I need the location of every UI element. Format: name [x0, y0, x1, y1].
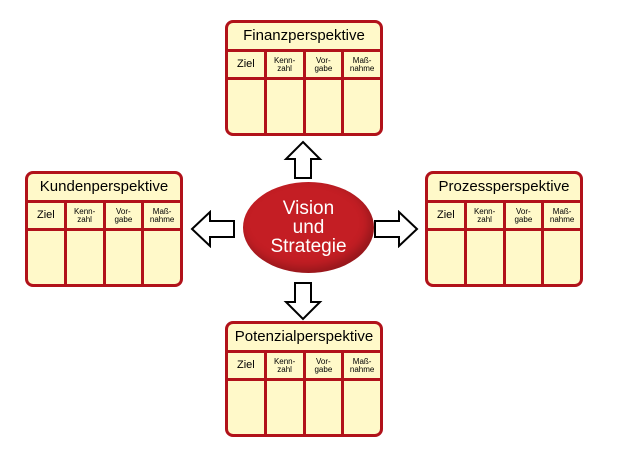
finanzperspektive-box: Finanzperspektive Ziel Kenn- zahl Vor- g…	[225, 20, 383, 136]
column-header: Maß- nahme	[344, 353, 380, 381]
column-header: Vor- gabe	[105, 203, 142, 231]
column-header: Kenn- zahl	[466, 203, 503, 231]
column-kennzahl: Kenn- zahl	[66, 203, 106, 284]
column-header: Ziel	[228, 52, 264, 80]
column-header: Kenn- zahl	[66, 203, 103, 231]
column-kennzahl: Kenn- zahl	[266, 353, 306, 434]
column-cell	[428, 231, 464, 284]
column-massnahme: Maß- nahme	[344, 353, 380, 434]
column-kennzahl: Kenn- zahl	[466, 203, 506, 284]
column-header: Maß- nahme	[144, 203, 180, 231]
column-cell	[267, 381, 303, 434]
kundenperspektive-grid: Ziel Kenn- zahl Vor- gabe Maß- nahme	[28, 203, 180, 284]
arrow-down-icon	[283, 282, 323, 321]
column-massnahme: Maß- nahme	[144, 203, 180, 284]
kundenperspektive-title: Kundenperspektive	[28, 174, 180, 203]
column-cell	[28, 231, 64, 284]
column-cell	[144, 231, 180, 284]
column-cell	[67, 231, 103, 284]
vision-strategie-label: Vision und Strategie	[270, 198, 347, 257]
column-ziel: Ziel	[228, 52, 267, 133]
potenzialperspektive-grid: Ziel Kenn- zahl Vor- gabe Maß- nahme	[228, 353, 380, 434]
column-ziel: Ziel	[28, 203, 67, 284]
prozessperspektive-title: Prozessperspektive	[428, 174, 580, 203]
column-cell	[344, 80, 380, 133]
column-cell	[506, 231, 542, 284]
column-header: Kenn- zahl	[266, 52, 303, 80]
finanzperspektive-title: Finanzperspektive	[228, 23, 380, 52]
column-header: Vor- gabe	[305, 52, 342, 80]
column-cell	[228, 381, 264, 434]
finanzperspektive-grid: Ziel Kenn- zahl Vor- gabe Maß- nahme	[228, 52, 380, 133]
column-header: Ziel	[228, 353, 264, 381]
column-header: Kenn- zahl	[266, 353, 303, 381]
column-cell	[267, 80, 303, 133]
arrow-up-icon	[283, 140, 323, 179]
column-cell	[344, 381, 380, 434]
column-kennzahl: Kenn- zahl	[266, 52, 306, 133]
arrow-right-icon	[374, 210, 419, 248]
column-header: Vor- gabe	[505, 203, 542, 231]
arrow-left-icon	[190, 210, 235, 248]
potenzialperspektive-box: Potenzialperspektive Ziel Kenn- zahl Vor…	[225, 321, 383, 437]
column-vorgabe: Vor- gabe	[305, 52, 345, 133]
column-cell	[306, 80, 342, 133]
column-vorgabe: Vor- gabe	[105, 203, 145, 284]
column-header: Maß- nahme	[544, 203, 580, 231]
column-header: Ziel	[428, 203, 464, 231]
column-cell	[544, 231, 580, 284]
column-ziel: Ziel	[228, 353, 267, 434]
column-massnahme: Maß- nahme	[344, 52, 380, 133]
column-vorgabe: Vor- gabe	[305, 353, 345, 434]
vision-strategie-ellipse: Vision und Strategie	[243, 182, 374, 273]
column-cell	[467, 231, 503, 284]
prozessperspektive-grid: Ziel Kenn- zahl Vor- gabe Maß- nahme	[428, 203, 580, 284]
column-header: Vor- gabe	[305, 353, 342, 381]
prozessperspektive-box: Prozessperspektive Ziel Kenn- zahl Vor- …	[425, 171, 583, 287]
potenzialperspektive-title: Potenzialperspektive	[228, 324, 380, 353]
kundenperspektive-box: Kundenperspektive Ziel Kenn- zahl Vor- g…	[25, 171, 183, 287]
column-header: Maß- nahme	[344, 52, 380, 80]
column-cell	[306, 381, 342, 434]
column-cell	[106, 231, 142, 284]
column-vorgabe: Vor- gabe	[505, 203, 545, 284]
column-ziel: Ziel	[428, 203, 467, 284]
column-massnahme: Maß- nahme	[544, 203, 580, 284]
column-header: Ziel	[28, 203, 64, 231]
column-cell	[228, 80, 264, 133]
